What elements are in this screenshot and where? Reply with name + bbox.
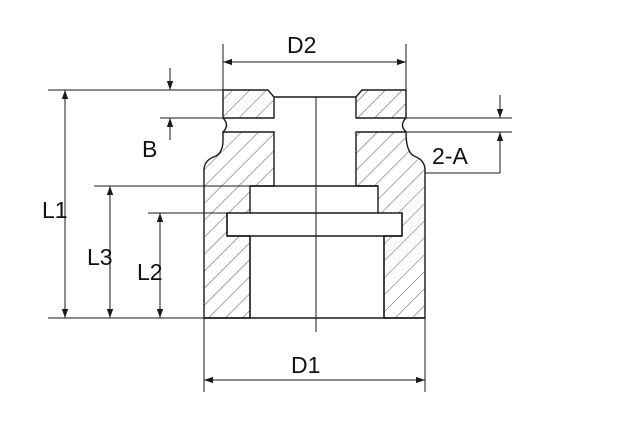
dimension-2a bbox=[356, 95, 512, 174]
label-d2: D2 bbox=[287, 32, 316, 58]
label-l2: L2 bbox=[137, 259, 163, 285]
label-l3: L3 bbox=[87, 244, 113, 270]
label-b: B bbox=[142, 136, 157, 162]
inner-bore-outline bbox=[204, 96, 425, 319]
label-2a: 2-A bbox=[432, 143, 468, 169]
label-l1: L1 bbox=[42, 197, 68, 223]
dimension-l2 bbox=[148, 212, 227, 318]
section-right-wall bbox=[355, 89, 426, 319]
dimension-l1 bbox=[48, 89, 223, 319]
label-d1: D1 bbox=[291, 352, 320, 378]
dimension-d1 bbox=[203, 318, 426, 392]
dimension-l3 bbox=[94, 185, 250, 318]
neck-groove-outline bbox=[222, 117, 407, 133]
dimension-b bbox=[160, 68, 223, 140]
section-left-wall bbox=[203, 89, 275, 319]
dimension-d2 bbox=[222, 44, 407, 90]
